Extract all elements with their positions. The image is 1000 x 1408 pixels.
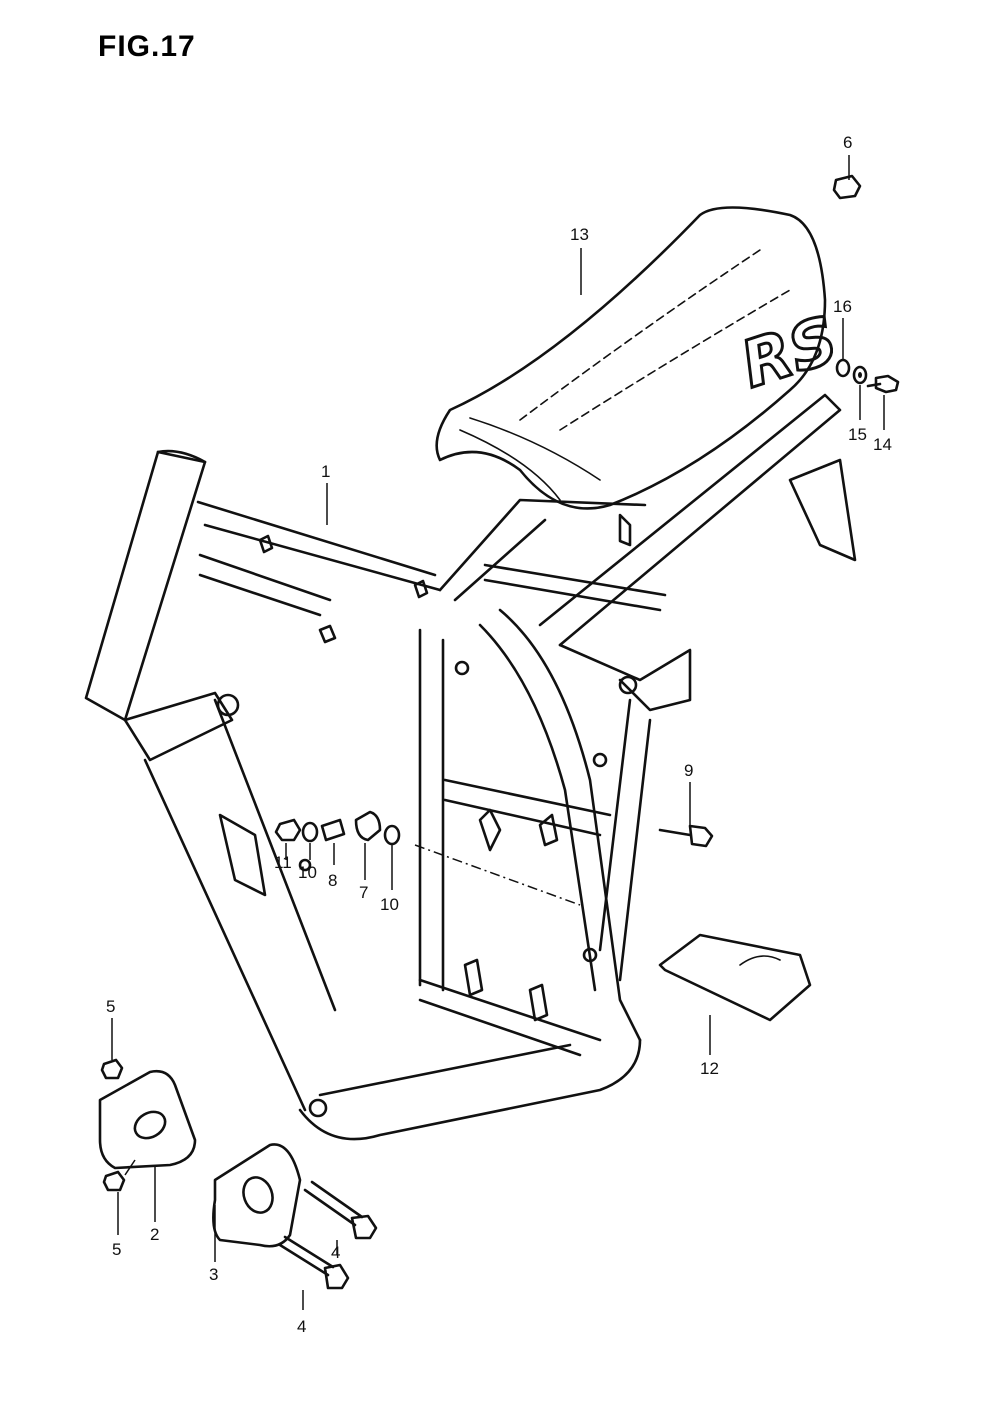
callout-8: 8 xyxy=(328,871,337,890)
callout-labels: 1 2 3 4 4 5 5 6 7 8 9 10 10 11 12 13 14 … xyxy=(106,133,892,1336)
callout-10-b: 10 xyxy=(380,895,399,914)
figure-title: FIG.17 xyxy=(98,30,196,63)
seat[interactable]: RS xyxy=(435,206,848,510)
seat-logo: RS xyxy=(733,303,847,403)
callout-3: 3 xyxy=(209,1265,218,1284)
part-6-nut[interactable] xyxy=(832,174,862,200)
part-11-nut[interactable] xyxy=(274,818,302,842)
callout-4-lower: 4 xyxy=(297,1317,306,1336)
callout-7: 7 xyxy=(359,883,368,902)
callout-10-a: 10 xyxy=(298,863,317,882)
callout-11: 11 xyxy=(274,853,292,872)
callout-9: 9 xyxy=(684,761,693,780)
callout-16: 16 xyxy=(833,297,852,316)
part-4-bolt-upper[interactable] xyxy=(303,1180,378,1240)
part-15-washer[interactable] xyxy=(852,365,868,385)
callout-1: 1 xyxy=(321,462,330,481)
callout-12: 12 xyxy=(700,1059,719,1078)
callout-13: 13 xyxy=(570,225,589,244)
part-12-guard[interactable] xyxy=(658,933,812,1022)
callout-6: 6 xyxy=(843,133,852,152)
callout-5-lower: 5 xyxy=(112,1240,121,1259)
part-5-nut-upper[interactable] xyxy=(100,1058,124,1080)
callout-4-upper: 4 xyxy=(331,1243,340,1262)
part-10-washer-b[interactable] xyxy=(383,824,401,846)
part-7-spacer[interactable] xyxy=(354,810,382,842)
part-10-washer-a[interactable] xyxy=(301,821,319,843)
part-14-bolt[interactable] xyxy=(866,374,900,394)
leader-lines xyxy=(111,155,885,1310)
callout-14: 14 xyxy=(873,435,892,454)
callout-5-upper: 5 xyxy=(106,997,115,1016)
part-4-bolt-lower[interactable] xyxy=(278,1235,350,1290)
callout-15: 15 xyxy=(848,425,867,444)
part-3-plate[interactable] xyxy=(212,1143,302,1248)
part-5-nut-lower[interactable] xyxy=(102,1170,126,1192)
callout-2: 2 xyxy=(150,1225,159,1244)
part-8-bushing[interactable] xyxy=(320,818,346,842)
frame[interactable] xyxy=(84,393,857,1141)
part-9-bolt[interactable] xyxy=(658,824,714,848)
part-2-plate[interactable] xyxy=(98,1070,197,1170)
